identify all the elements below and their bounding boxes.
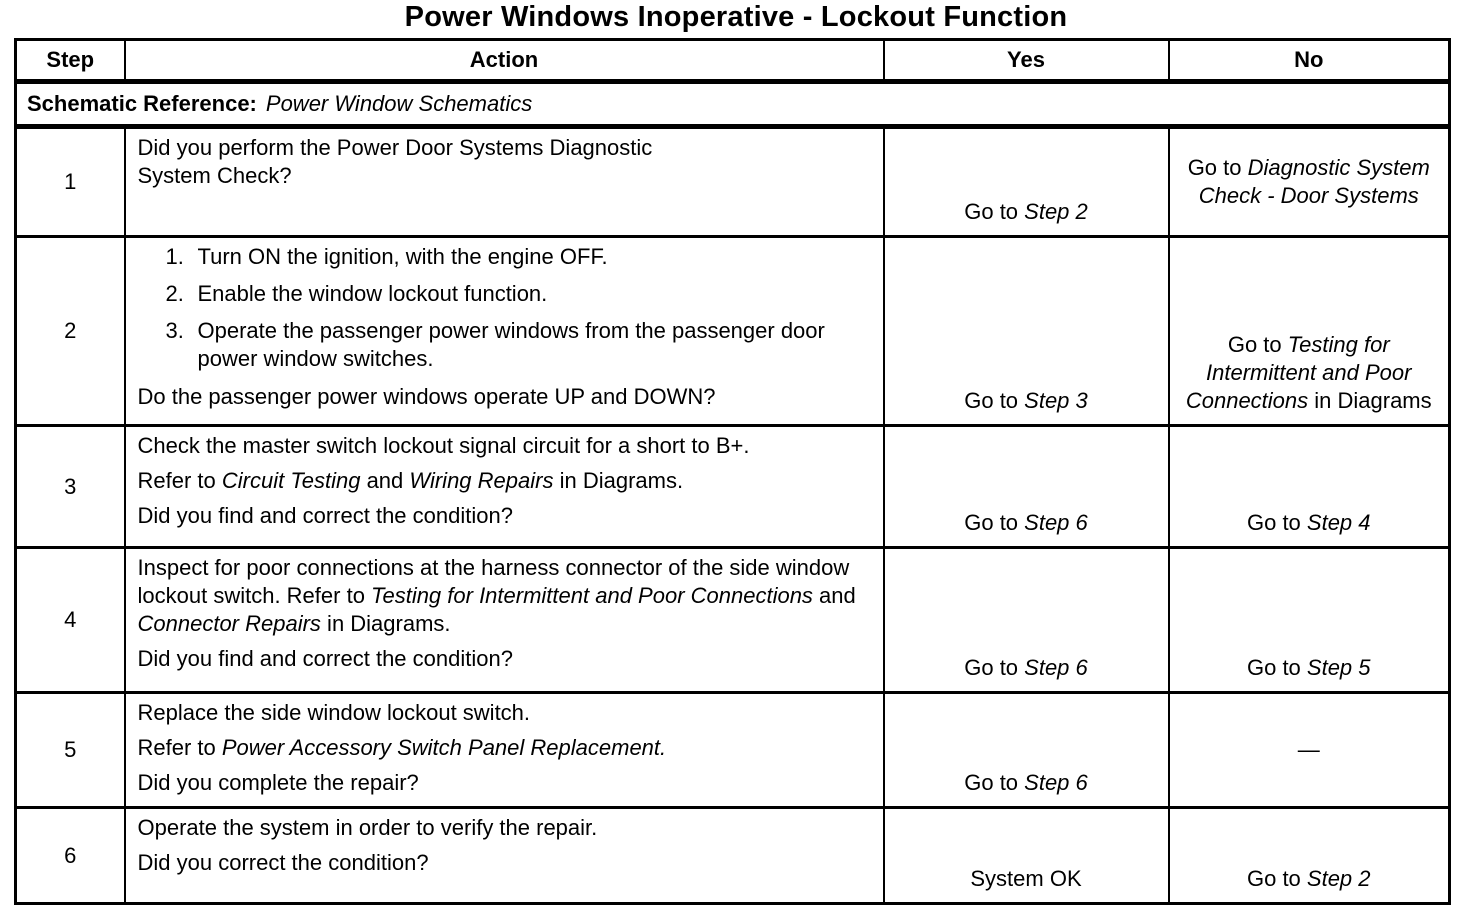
no-result: Go to Diagnostic System Check - Door Sys… (1167, 125, 1451, 238)
action-paragraph: Refer to Circuit Testing and Wiring Repa… (137, 468, 684, 493)
action-paragraph: Replace the side window lockout switch. (137, 700, 531, 725)
action-paragraph: Refer to Power Accessory Switch Panel Re… (137, 735, 667, 760)
action-text: 1. Turn ON the ignition, with the engine … (123, 235, 885, 427)
step-number: 5 (14, 691, 126, 809)
no-result: — (1167, 691, 1451, 809)
list-item-number: 3. (165, 318, 184, 343)
page-title: Power Windows Inoperative - Lockout Func… (404, 1, 1068, 33)
schematic-reference-value: Power Window Schematics (265, 91, 533, 116)
action-paragraph: Do the passenger power windows operate U… (137, 384, 716, 409)
list-item-text: Enable the window lockout function. (197, 281, 548, 306)
yes-result: Go to Step 3 (882, 235, 1170, 427)
action-paragraph: Did you correct the condition? (137, 850, 429, 875)
no-result: Go to Step 2 (1167, 806, 1451, 905)
list-item-text: Operate the passenger power windows from… (197, 318, 825, 371)
action-paragraph: Did you find and correct the condition? (137, 646, 513, 671)
step-number: 2 (14, 235, 126, 427)
step-number: 1 (14, 125, 126, 238)
schematic-reference: Schematic Reference: Power Window Schemat… (14, 80, 1451, 129)
action-text: Did you perform the Power Door Systems D… (123, 125, 885, 238)
list-item-text: Turn ON the ignition, with the engine OF… (197, 244, 608, 269)
yes-result: Go to Step 2 (882, 125, 1170, 238)
action-paragraph: Did you find and correct the condition? (137, 503, 513, 528)
no-result: Go to Step 4 (1167, 424, 1451, 549)
action-paragraph: Did you perform the Power Door Systems D… (137, 135, 653, 188)
diagnostic-table: Step Action Yes No Schematic Reference: P… (14, 38, 1451, 905)
list-item-number: 1. (165, 244, 184, 269)
action-list-item: 1. Turn ON the ignition, with the engine … (138, 243, 871, 271)
yes-result: System OK (882, 806, 1170, 905)
column-header-no: No (1167, 38, 1451, 84)
yes-result: Go to Step 6 (882, 546, 1170, 694)
action-paragraph: Operate the system in order to verify th… (137, 815, 598, 840)
action-paragraph: Inspect for poor connections at the harn… (137, 555, 856, 636)
action-text: Inspect for poor connections at the harn… (123, 546, 885, 694)
action-text: Check the master switch lockout signal c… (123, 424, 885, 549)
schematic-reference-label: Schematic Reference: (27, 91, 257, 116)
step-number: 6 (14, 806, 126, 905)
column-header-yes: Yes (882, 38, 1170, 84)
column-header-step: Step (14, 38, 126, 84)
action-text: Replace the side window lockout switch. R… (123, 691, 885, 809)
no-result: Go to Testing for Intermittent and Poor … (1167, 235, 1451, 427)
list-item-number: 2. (165, 281, 184, 306)
table-row: 6 Operate the system in order to verify t… (14, 806, 1451, 905)
step-number: 4 (14, 546, 126, 694)
table-header-row: Step Action Yes No (14, 38, 1451, 84)
table-row: 2 1. Turn ON the ignition, with the engine… (14, 235, 1451, 427)
action-list-item: 3. Operate the passenger power windows fr… (138, 317, 871, 373)
action-text: Operate the system in order to verify th… (123, 806, 885, 905)
action-list-item: 2. Enable the window lockout function. (138, 280, 871, 308)
column-header-action: Action (123, 38, 885, 84)
table-row: 3 Check the master switch lockout signal … (14, 424, 1451, 549)
action-paragraph: Did you complete the repair? (137, 770, 419, 795)
schematic-reference-row: Schematic Reference: Power Window Schemat… (14, 80, 1451, 129)
yes-result: Go to Step 6 (882, 424, 1170, 549)
no-result: Go to Step 5 (1167, 546, 1451, 694)
step-number: 3 (14, 424, 126, 549)
yes-result: Go to Step 6 (882, 691, 1170, 809)
action-paragraph: Check the master switch lockout signal c… (137, 433, 750, 458)
table-body: Schematic Reference: Power Window Schemat… (14, 80, 1451, 905)
